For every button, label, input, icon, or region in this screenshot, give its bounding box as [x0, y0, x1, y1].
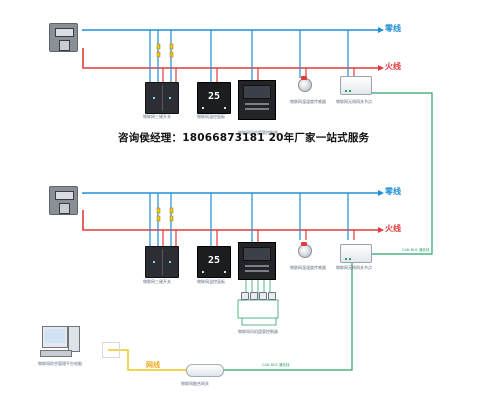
relay-block	[241, 292, 249, 300]
relay-block	[250, 292, 258, 300]
switch-icon	[145, 82, 179, 114]
upper-sensor-label: 物联网温湿度传感器	[290, 99, 326, 104]
arrow-right-icon	[378, 27, 384, 33]
pc-tower	[68, 326, 80, 352]
node-icon	[340, 244, 372, 263]
pc-icon	[42, 326, 68, 348]
node-icon	[340, 76, 372, 95]
sensor-icon	[298, 242, 312, 258]
upper-switch-label: 物联网三键开关	[143, 114, 171, 119]
switch-icon	[145, 246, 179, 278]
sensor-icon	[298, 76, 312, 92]
lower-sensor-label: 物联网温湿度传感器	[290, 265, 326, 270]
upper-thermostat-label: 物联网温控面板	[197, 114, 225, 119]
lower-thermostat-label: 物联网温控面板	[197, 279, 225, 284]
pc-keyboard	[40, 350, 72, 357]
upper-live-line	[82, 48, 384, 71]
arrow-right-icon	[378, 190, 384, 196]
thermostat-icon: 25	[197, 246, 231, 278]
lower-node-label: 物联网无线网关节点	[336, 265, 372, 270]
lower-neutral-line	[82, 190, 384, 196]
upper-neutral-line	[82, 27, 384, 33]
lower-live-label: 火线	[385, 224, 401, 233]
gateway-icon	[186, 364, 224, 377]
lower-bus-label: CAN BUS 通信线	[262, 363, 290, 367]
lower-live-line	[82, 210, 384, 233]
controller-icon	[238, 242, 276, 280]
relay-block	[268, 292, 276, 300]
network-label: 网线	[146, 361, 160, 369]
upper-bus-label: CAN BUS 通信线	[402, 248, 430, 252]
lower-switch-label: 物联网三键开关	[143, 279, 171, 284]
network-line	[108, 349, 186, 371]
upper-controller-label: 物联网风机盘管控制器	[238, 130, 278, 135]
pc-label: 物联网综合管理平台电脑	[38, 361, 82, 366]
relay-block	[259, 292, 267, 300]
contact-banner: 咨询侯经理：18066873181 20年厂家一站式服务	[118, 132, 370, 144]
meter-icon	[49, 23, 78, 52]
thermostat-icon: 25	[197, 82, 231, 114]
meter-icon	[49, 186, 78, 215]
pc-ports	[102, 342, 120, 358]
lower-neutral-label: 零线	[385, 187, 401, 196]
arrow-right-icon	[378, 227, 384, 233]
lower-controller-label: 物联网风机盘管控制器	[238, 329, 278, 334]
upper-live-label: 火线	[385, 62, 401, 71]
upper-node-label: 物联网无线网关节点	[336, 99, 372, 104]
controller-icon	[238, 80, 276, 120]
upper-thermostat-display: 25	[207, 91, 221, 102]
upper-neutral-label: 零线	[385, 24, 401, 33]
lower-thermostat-display: 25	[207, 255, 221, 266]
gateway-label: 物联网融合网关	[181, 381, 209, 386]
arrow-right-icon	[378, 65, 384, 71]
